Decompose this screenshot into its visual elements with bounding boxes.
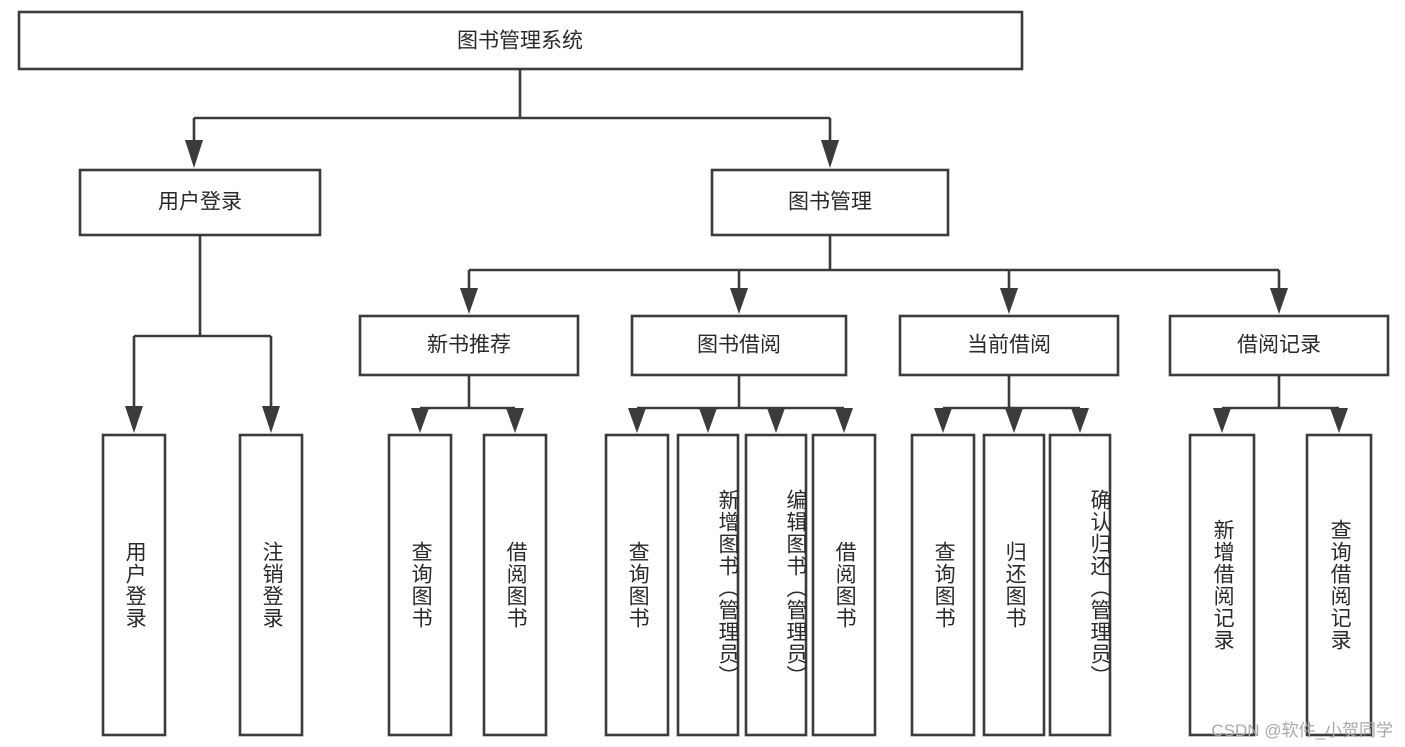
node-root[interactable]: 图书管理系统 — [17, 10, 1024, 71]
node-borrow-record[interactable]: 借阅记录 — [1168, 314, 1390, 377]
connector-group-borrow — [628, 375, 853, 433]
leaf-box-add-book[interactable] — [676, 433, 740, 737]
leaf-box-edit-book[interactable] — [744, 433, 808, 737]
leaf-box-add-record[interactable] — [1188, 433, 1256, 737]
arrowhead-leaf-logout — [262, 406, 280, 433]
arrowhead-newbook — [460, 288, 478, 314]
leaf-box-borrow-book-1[interactable] — [482, 433, 548, 737]
connector-group-current — [934, 375, 1089, 433]
connector-group-login — [125, 235, 280, 433]
connector-group-record — [1213, 375, 1348, 433]
arrowhead-bookmgmt — [821, 140, 839, 168]
arrowhead-leaf-add-record — [1213, 408, 1231, 433]
node-current-borrow-label: 当前借阅 — [967, 334, 1051, 357]
arrowhead-leaf-add-book — [699, 408, 717, 433]
node-user-login-box[interactable] — [78, 168, 322, 237]
node-borrow-record-label: 借阅记录 — [1237, 334, 1321, 357]
node-current-borrow-box[interactable] — [898, 314, 1120, 377]
node-book-management-label: 图书管理 — [788, 191, 872, 214]
node-new-book-recommend-box[interactable] — [358, 314, 580, 377]
node-user-login-label: 用户登录 — [158, 191, 242, 214]
node-book-borrow-label: 图书借阅 — [697, 334, 781, 357]
node-new-book-recommend[interactable]: 新书推荐 — [358, 314, 580, 377]
leaf-box-borrow-book-2[interactable] — [811, 433, 877, 737]
watermark: CSDN @软件_小贺同学 — [1211, 721, 1393, 740]
arrowhead-leaf-query-book-1 — [411, 408, 429, 433]
arrowhead-record — [1270, 288, 1288, 314]
node-current-borrow[interactable]: 当前借阅 — [898, 314, 1120, 377]
node-root-box[interactable] — [17, 10, 1024, 71]
arrowhead-leaf-edit-book — [767, 408, 785, 433]
node-book-management[interactable]: 图书管理 — [710, 168, 950, 237]
leaf-box-return-book[interactable] — [982, 433, 1046, 737]
node-new-book-recommend-label: 新书推荐 — [427, 334, 511, 357]
connector-group-newbook — [411, 375, 524, 433]
leaf-box-confirm-return[interactable] — [1048, 433, 1112, 737]
arrowhead-leaf-query-record — [1330, 408, 1348, 433]
leaf-boxes — [101, 433, 1373, 737]
node-user-login[interactable]: 用户登录 — [78, 168, 322, 237]
node-book-borrow-box[interactable] — [630, 314, 848, 377]
arrowhead-leaf-borrow-book-1 — [506, 408, 524, 433]
arrowhead-leaf-query-book-2 — [628, 408, 646, 433]
arrowhead-leaf-query-book-3 — [934, 408, 952, 433]
connector-group-root — [185, 69, 839, 168]
leaf-box-logout[interactable] — [238, 433, 304, 737]
arrowhead-leaf-borrow-book-2 — [835, 408, 853, 433]
node-book-management-box[interactable] — [710, 168, 950, 237]
arrowhead-leaf-confirm-return — [1071, 408, 1089, 433]
arrowhead-login — [185, 140, 203, 168]
leaf-box-query-book-1[interactable] — [387, 433, 453, 737]
leaf-box-user-login[interactable] — [101, 433, 167, 737]
arrowhead-current — [1000, 288, 1018, 314]
connector-group-bookmgmt — [460, 233, 1288, 314]
arrowhead-leaf-return-book — [1005, 408, 1023, 433]
leaf-box-query-book-2[interactable] — [604, 433, 670, 737]
node-root-label: 图书管理系统 — [457, 30, 583, 53]
node-book-borrow[interactable]: 图书借阅 — [630, 314, 848, 377]
node-borrow-record-box[interactable] — [1168, 314, 1390, 377]
leaf-box-query-book-3[interactable] — [910, 433, 976, 737]
leaf-box-query-record[interactable] — [1305, 433, 1373, 737]
arrowhead-borrow — [730, 288, 748, 314]
arrowhead-leaf-user-login — [125, 406, 143, 433]
